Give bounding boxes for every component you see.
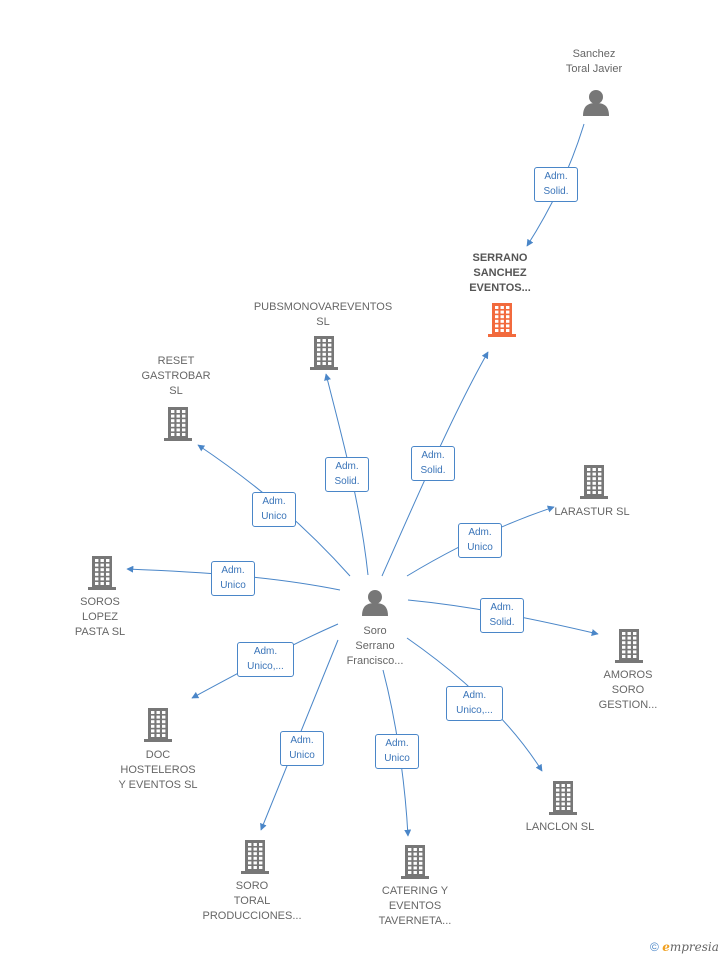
node-label-amoros[interactable]: AMOROS SORO GESTION... bbox=[598, 669, 658, 711]
relation-label: Adm. Unico bbox=[211, 561, 255, 596]
node-label-pubsmono[interactable]: PUBSMONOVAREVENTOS SL bbox=[253, 301, 393, 328]
building-icon[interactable] bbox=[162, 406, 194, 442]
node-label-larastur[interactable]: LARASTUR SL bbox=[554, 506, 630, 518]
footer-brand: © empresia bbox=[650, 940, 719, 954]
node-label-reset[interactable]: RESET GASTROBAR SL bbox=[141, 355, 211, 397]
node-label-serrano[interactable]: SERRANO SANCHEZ EVENTOS... bbox=[469, 252, 531, 294]
node-label-lanclon[interactable]: LANCLON SL bbox=[525, 821, 595, 833]
person-icon[interactable] bbox=[362, 590, 388, 616]
relation-label: Adm. Unico bbox=[375, 734, 419, 769]
empresia-logo: empresia bbox=[662, 940, 719, 954]
building-icon[interactable] bbox=[399, 844, 431, 880]
node-label-sorotoral[interactable]: SORO TORAL PRODUCCIONES... bbox=[202, 880, 302, 922]
relation-label: Adm. Solid. bbox=[325, 457, 369, 492]
building-icon[interactable] bbox=[86, 555, 118, 591]
building-icon[interactable] bbox=[486, 302, 518, 338]
node-label-sanchez[interactable]: Sanchez Toral Javier bbox=[565, 48, 623, 75]
relation-label: Adm. Unico bbox=[280, 731, 324, 766]
relation-label: Adm. Unico bbox=[252, 492, 296, 527]
relation-label: Adm. Unico,... bbox=[446, 686, 503, 721]
building-icon[interactable] bbox=[142, 707, 174, 743]
relation-label: Adm. Unico bbox=[458, 523, 502, 558]
person-icon[interactable] bbox=[583, 90, 609, 116]
building-icon[interactable] bbox=[308, 335, 340, 371]
copyright-icon: © bbox=[650, 940, 659, 954]
relation-label: Adm. Solid. bbox=[480, 598, 524, 633]
building-icon[interactable] bbox=[613, 628, 645, 664]
relation-label: Adm. Solid. bbox=[534, 167, 578, 202]
building-icon[interactable] bbox=[578, 464, 610, 500]
relation-label: Adm. Solid. bbox=[411, 446, 455, 481]
node-label-doc[interactable]: DOC HOSTELEROS Y EVENTOS SL bbox=[118, 749, 198, 791]
relation-label: Adm. Unico,... bbox=[237, 642, 294, 677]
node-label-catering[interactable]: CATERING Y EVENTOS TAVERNETA... bbox=[378, 885, 452, 927]
center-person-label[interactable]: Soro Serrano Francisco... bbox=[346, 625, 404, 667]
node-label-soros[interactable]: SOROS LOPEZ PASTA SL bbox=[74, 596, 126, 638]
building-icon[interactable] bbox=[547, 780, 579, 816]
building-icon[interactable] bbox=[239, 839, 271, 875]
